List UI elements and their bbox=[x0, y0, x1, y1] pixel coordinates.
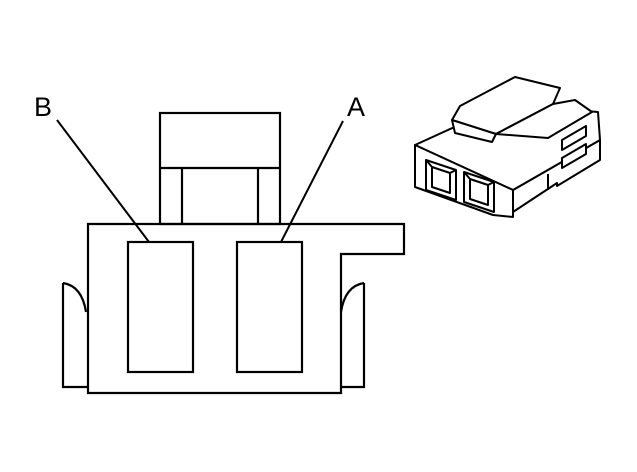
iso-side-rib-2 bbox=[561, 143, 587, 169]
connector-front-view bbox=[61, 111, 406, 395]
leader-line-b bbox=[56, 119, 150, 243]
housing-body bbox=[86, 222, 406, 395]
iso-latch-side bbox=[495, 99, 593, 139]
callout-label-a: A bbox=[347, 92, 365, 122]
callout-label-b: B bbox=[34, 92, 52, 122]
terminal-cavity-b bbox=[126, 240, 195, 374]
terminal-cavity-a bbox=[235, 240, 304, 374]
iso-side-rib-1 bbox=[561, 125, 587, 151]
housing-flange bbox=[61, 283, 366, 389]
leader-lines bbox=[56, 119, 344, 243]
right-release-clip bbox=[339, 281, 365, 313]
leader-line-a bbox=[280, 120, 344, 243]
iso-cavity-left bbox=[425, 159, 457, 201]
iso-cavity-right bbox=[463, 171, 495, 213]
left-release-clip bbox=[62, 281, 88, 313]
locking-tab bbox=[158, 111, 282, 226]
connector-isometric-view bbox=[414, 76, 601, 218]
iso-latch-front-ramp bbox=[451, 119, 497, 143]
